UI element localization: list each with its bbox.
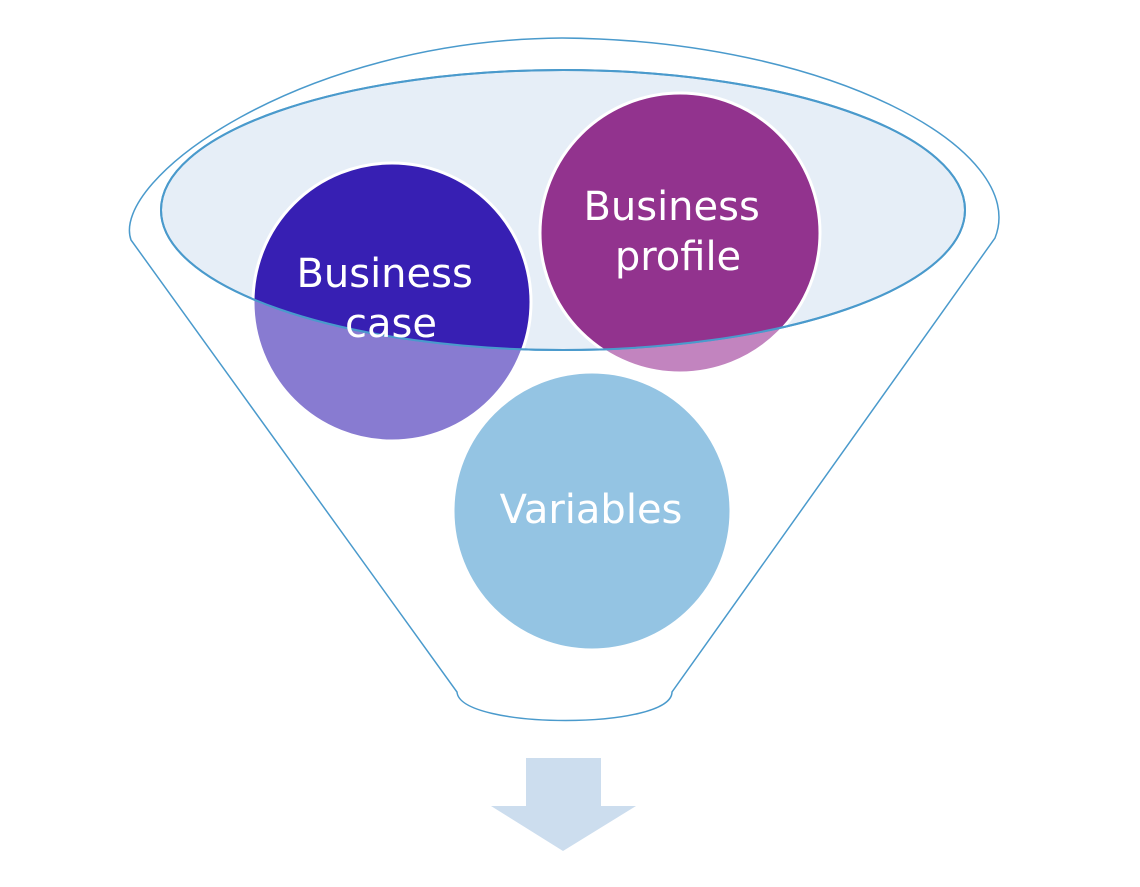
business-profile-label: Business profile — [583, 184, 772, 280]
business-case-label: Business case — [296, 251, 485, 347]
funnel-rim-outline — [160, 69, 966, 351]
down-arrow — [491, 758, 636, 851]
variables-circle — [451, 370, 733, 652]
business-profile-circle-upper — [538, 91, 822, 350]
variables-label: Variables — [500, 487, 683, 533]
